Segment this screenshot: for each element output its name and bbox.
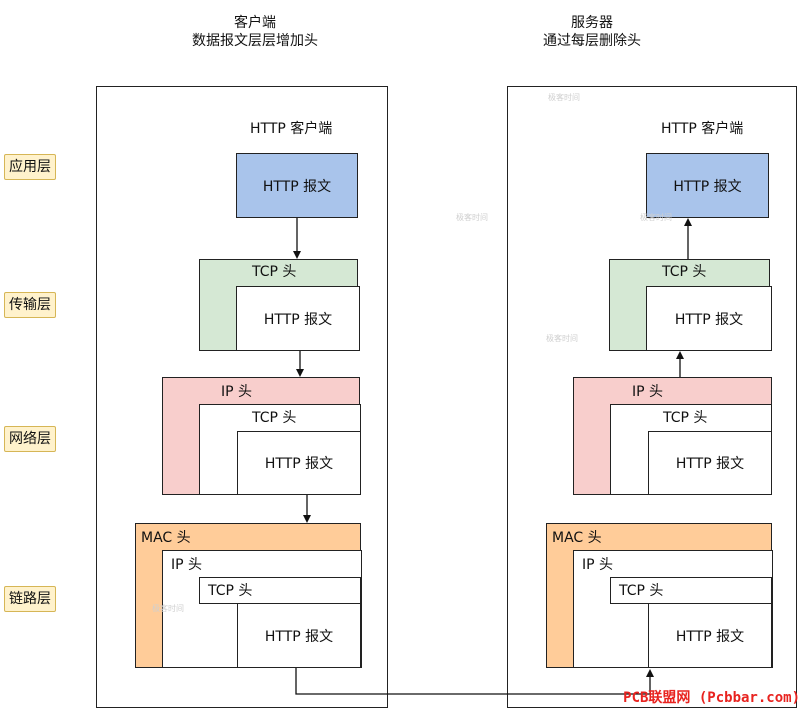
- client-subtitle: 数据报文层层增加头: [192, 33, 318, 49]
- server-ip-http-block: HTTP 报文: [648, 431, 772, 495]
- layer-label-transport: 传输层: [4, 292, 56, 318]
- server-app-http-block: HTTP 报文: [646, 153, 769, 218]
- server-title: 服务器: [571, 15, 613, 31]
- layer-label-network: 网络层: [4, 426, 56, 452]
- layer-label-application: 应用层: [4, 154, 56, 180]
- server-header: 服务器 通过每层删除头: [492, 14, 692, 50]
- server-mac-ip-head-label: IP 头: [582, 557, 614, 573]
- client-ip-tcp-head-label: TCP 头: [252, 410, 297, 426]
- server-ip-head-label: IP 头: [632, 384, 664, 400]
- client-mac-tcp-head-label: TCP 头: [208, 583, 253, 599]
- client-ip-http-block: HTTP 报文: [237, 431, 361, 495]
- server-tcp-head-label: TCP 头: [662, 264, 707, 280]
- client-title: 客户端: [234, 15, 276, 31]
- client-mac-ip-head-label: IP 头: [171, 557, 203, 573]
- client-header: 客户端 数据报文层层增加头: [155, 14, 355, 50]
- server-subtitle: 通过每层删除头: [543, 33, 641, 49]
- client-mac-head-label: MAC 头: [141, 530, 191, 546]
- client-app-title: HTTP 客户端: [250, 121, 333, 137]
- watermark-text: 极客时间: [152, 604, 184, 613]
- server-mac-tcp-head-label: TCP 头: [619, 583, 664, 599]
- watermark-text: 极客时间: [456, 213, 488, 222]
- server-mac-http-block: HTTP 报文: [648, 603, 772, 668]
- wire-client-to-server: [295, 668, 654, 695]
- client-panel: [96, 86, 388, 708]
- client-mac-http-block: HTTP 报文: [237, 603, 361, 668]
- watermark-text: 极客时间: [546, 334, 578, 343]
- watermark-text: 极客时间: [640, 213, 672, 222]
- site-logo: PCB联盟网 (Pcbbar.com): [623, 690, 800, 706]
- client-tcp-http-block: HTTP 报文: [236, 286, 360, 351]
- layer-label-link: 链路层: [4, 586, 56, 612]
- server-mac-head-label: MAC 头: [552, 530, 602, 546]
- server-panel: [507, 86, 797, 708]
- client-ip-head-label: IP 头: [221, 384, 253, 400]
- server-app-title: HTTP 客户端: [661, 121, 744, 137]
- client-mac-tcp-block: TCP 头: [199, 577, 361, 604]
- client-tcp-head-label: TCP 头: [252, 264, 297, 280]
- server-tcp-http-block: HTTP 报文: [646, 286, 772, 351]
- watermark-text: 极客时间: [548, 93, 580, 102]
- client-app-http-block: HTTP 报文: [236, 153, 358, 218]
- server-ip-tcp-head-label: TCP 头: [663, 410, 708, 426]
